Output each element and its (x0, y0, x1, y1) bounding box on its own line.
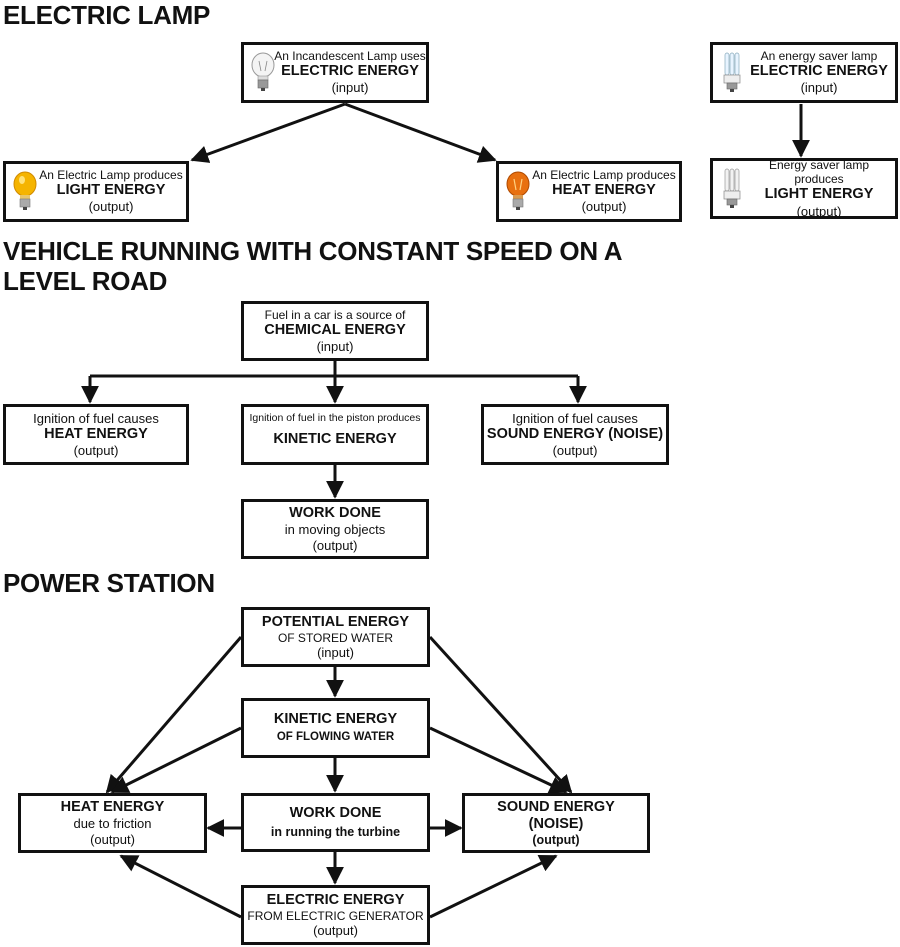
lamp-light-box: An Electric Lamp produces LIGHT ENERGY (… (3, 161, 189, 222)
arrow-lamp-to-light (190, 102, 346, 163)
lamp-input-box: An Incandescent Lamp uses ELECTRIC ENERG… (241, 42, 429, 103)
vehicle-sound-line1: Ignition of fuel causes (512, 410, 638, 426)
vehicle-kinetic-line2: KINETIC ENERGY (273, 431, 397, 448)
vehicle-fuel-line2: CHEMICAL ENERGY (264, 321, 406, 338)
lamp-input-line3: (input) (331, 80, 369, 96)
power-electric-line3: (output) (313, 922, 358, 938)
vehicle-kinetic-line1: Ignition of fuel in the piston produces (249, 412, 421, 424)
saver-light-line2: LIGHT ENERGY (764, 186, 874, 203)
power-potential-line3: (input) (317, 644, 354, 660)
power-potential-line2: OF STORED WATER (277, 630, 394, 645)
saver-input-box: An energy saver lamp ELECTRIC ENERGY (in… (710, 42, 898, 103)
vehicle-heat-box: Ignition of fuel causes HEAT ENERGY (out… (3, 404, 189, 465)
saver-input-line3: (input) (800, 80, 838, 96)
vehicle-sound-box: Ignition of fuel causes SOUND ENERGY (NO… (481, 404, 669, 465)
glowing-orange-bulb-icon (506, 171, 530, 210)
lamp-light-line2: LIGHT ENERGY (56, 182, 166, 199)
power-electric-line1: ELECTRIC ENERGY (266, 891, 405, 908)
glowing-yellow-bulb-icon (13, 171, 37, 210)
lamp-heat-line1: An Electric Lamp produces (532, 168, 676, 183)
power-sound-line1: SOUND ENERGY (497, 798, 615, 815)
section-title-electric-lamp: ELECTRIC LAMP (3, 0, 210, 30)
vehicle-work-line2: in moving objects (284, 522, 386, 538)
power-kinetic-line2: OF FLOWING WATER (276, 731, 395, 744)
power-work-box: WORK DONE in running the turbine (241, 793, 430, 852)
power-sound-box: SOUND ENERGY (NOISE) (output) (462, 793, 650, 853)
arrow-electric-to-sound (429, 854, 558, 919)
power-sound-line3: (output) (532, 832, 580, 847)
saver-light-line1: Energy saver lamp produces (768, 158, 870, 187)
vehicle-work-box: WORK DONE in moving objects (output) (241, 499, 429, 559)
power-heat-box: HEAT ENERGY due to friction (output) (18, 793, 207, 853)
power-work-line1: WORK DONE (289, 805, 382, 822)
vehicle-heat-line1: Ignition of fuel causes (33, 410, 159, 426)
power-heat-line3: (output) (90, 831, 135, 847)
cfl-bulb-icon (723, 168, 741, 208)
vehicle-fuel-line1: Fuel in a car is a source of (264, 307, 406, 322)
vehicle-heat-line2: HEAT ENERGY (44, 425, 148, 442)
vehicle-fuel-line3: (input) (316, 338, 354, 354)
lamp-input-line1: An Incandescent Lamp uses (274, 49, 426, 64)
power-work-line2: in running the turbine (270, 825, 401, 840)
arrow-electric-to-heat (119, 854, 242, 919)
power-potential-line1: POTENTIAL ENERGY (261, 613, 410, 630)
lamp-heat-box: An Electric Lamp produces HEAT ENERGY (o… (496, 161, 682, 222)
vehicle-fuel-box: Fuel in a car is a source of CHEMICAL EN… (241, 301, 429, 361)
lamp-light-line3: (output) (88, 199, 134, 215)
saver-light-box: Energy saver lamp produces LIGHT ENERGY … (710, 158, 898, 219)
cfl-bulb-icon (723, 52, 741, 92)
section-title-vehicle-line2: LEVEL ROAD (3, 266, 168, 296)
power-electric-line2: FROM ELECTRIC GENERATOR (247, 908, 424, 923)
lamp-light-line1: An Electric Lamp produces (39, 168, 183, 183)
lamp-heat-line2: HEAT ENERGY (552, 182, 656, 199)
vehicle-sound-line2: SOUND ENERGY (NOISE) (486, 425, 664, 442)
section-title-vehicle-line1: VEHICLE RUNNING WITH CONSTANT SPEED ON A (3, 236, 623, 266)
power-kinetic-box: KINETIC ENERGY OF FLOWING WATER (241, 698, 430, 758)
saver-input-line2: ELECTRIC ENERGY (750, 63, 888, 80)
arrow-kinetic-to-heat (110, 726, 242, 794)
vehicle-sound-line3: (output) (552, 443, 598, 459)
lamp-input-line2: ELECTRIC ENERGY (281, 63, 419, 80)
power-heat-line1: HEAT ENERGY (60, 799, 165, 816)
power-potential-box: POTENTIAL ENERGY OF STORED WATER (input) (241, 607, 430, 667)
section-title-power-station: POWER STATION (3, 568, 215, 598)
incandescent-bulb-icon (251, 52, 275, 91)
lamp-heat-line3: (output) (581, 199, 627, 215)
power-heat-line2: due to friction (73, 816, 152, 832)
arrow-potential-to-sound (428, 635, 573, 794)
vehicle-heat-line3: (output) (73, 443, 119, 459)
vehicle-work-line3: (output) (312, 537, 358, 553)
arrow-lamp-to-heat (344, 102, 497, 163)
power-electric-box: ELECTRIC ENERGY FROM ELECTRIC GENERATOR … (241, 885, 430, 945)
arrow-potential-to-heat (105, 636, 243, 794)
power-kinetic-line1: KINETIC ENERGY (273, 711, 398, 728)
vehicle-kinetic-box: Ignition of fuel in the piston produces … (241, 404, 429, 465)
power-sound-line2: (NOISE) (528, 815, 584, 832)
saver-light-line3: (output) (796, 203, 842, 219)
arrow-kinetic-to-sound (429, 726, 568, 794)
vehicle-work-line1: WORK DONE (289, 505, 381, 522)
saver-input-line1: An energy saver lamp (760, 49, 878, 64)
